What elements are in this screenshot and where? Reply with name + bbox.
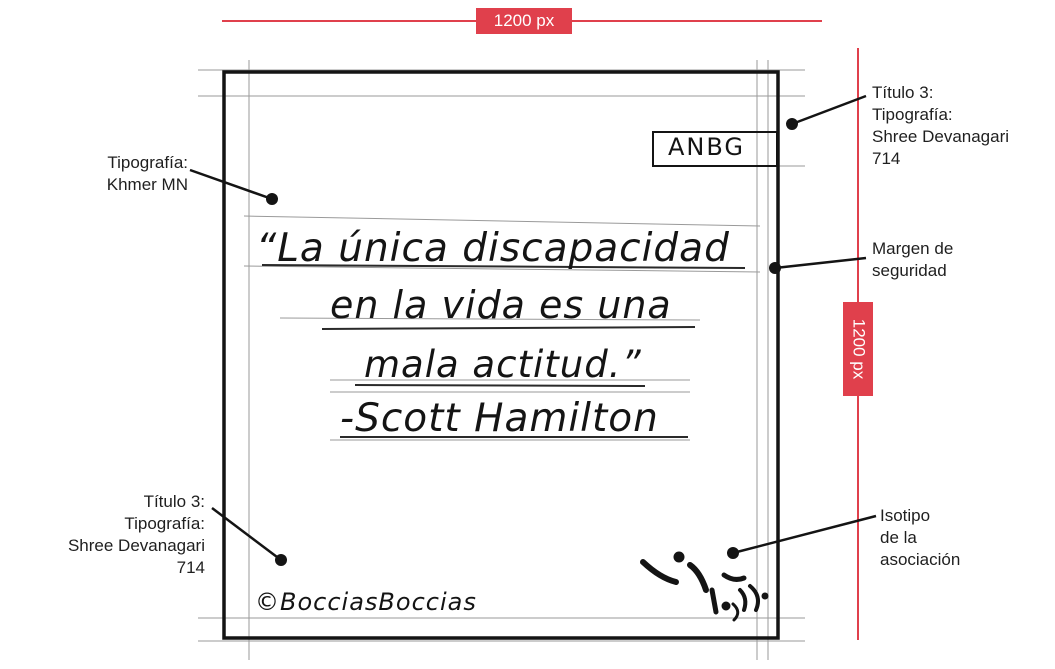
annotation-line: Shree Devanagari	[67, 536, 205, 555]
callout-lines	[189, 94, 877, 561]
annotation-line: Título 3:	[143, 492, 205, 511]
quote-line-2: en la vida es una	[330, 283, 672, 327]
annotation-line: Tipografía:	[107, 153, 188, 172]
annotation-line: seguridad	[872, 261, 947, 280]
annotation-line: 714	[176, 558, 205, 577]
quote-author: -Scott Hamilton	[340, 396, 659, 441]
header-tag-box	[652, 131, 777, 167]
annotation-line: 714	[872, 149, 901, 168]
annotation-isotipo: Isotipo de la asociación	[880, 505, 960, 571]
annotation-title-top: Título 3: Tipografía: Shree Devanagari 7…	[872, 82, 1009, 170]
annotation-line: Título 3:	[872, 83, 934, 102]
annotation-line: Khmer MN	[106, 175, 188, 194]
annotation-line: Margen de	[872, 239, 954, 258]
annotation-line: Tipografía:	[872, 105, 953, 124]
annotation-line: de la	[880, 528, 917, 547]
quote-line-3: mala actitud.”	[364, 343, 642, 386]
annotation-safety-margin: Margen de seguridad	[872, 238, 953, 282]
association-isotipo-icon	[640, 551, 769, 622]
height-dimension-badge: 1200 px	[843, 302, 873, 396]
annotation-line: Isotipo	[880, 506, 931, 525]
guide-lines	[198, 60, 805, 660]
annotation-line: asociación	[880, 550, 961, 569]
height-dimension-label: 1200 px	[849, 318, 868, 380]
annotation-line: Tipografía:	[124, 514, 205, 533]
annotation-title-bottom: Título 3: Tipografía: Shree Devanagari 7…	[68, 491, 205, 579]
annotation-line: Shree Devanagari	[872, 127, 1010, 146]
annotation-khmer-typography: Tipografía: Khmer MN	[107, 152, 188, 196]
callout-dots	[266, 118, 798, 566]
quote-line-1: “La única discapacidad	[256, 226, 730, 271]
width-dimension-badge: 1200 px	[476, 8, 572, 34]
quote-underlines	[261, 264, 746, 438]
canvas-frame	[222, 70, 780, 640]
header-tag: ANBG	[668, 133, 746, 161]
signature: ©BocciasBoccias	[255, 588, 477, 616]
width-dimension-label: 1200 px	[493, 11, 555, 30]
